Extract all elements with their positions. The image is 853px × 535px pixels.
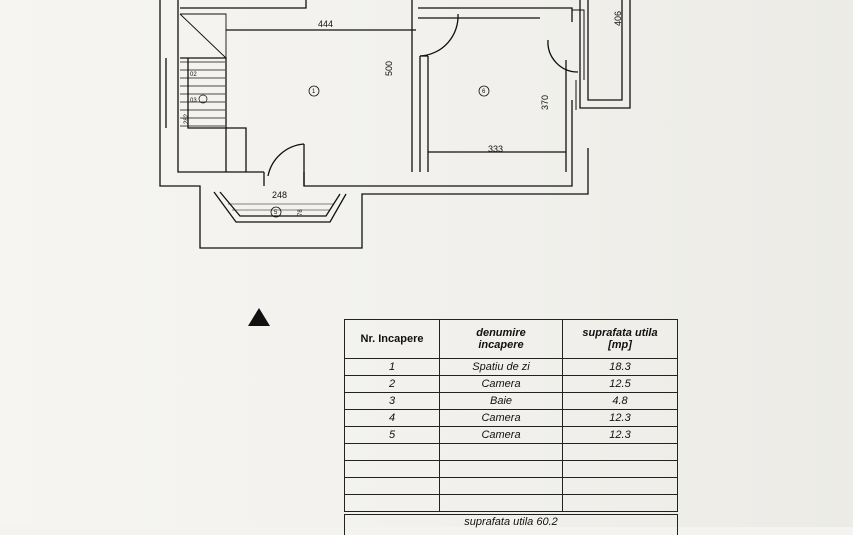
room6-top	[418, 7, 573, 22]
header-area-line2: [mp]	[608, 339, 632, 351]
room-marker-6: 6	[482, 89, 486, 95]
porch-steps	[228, 203, 334, 211]
room-marker-5: 5	[274, 210, 278, 216]
table-row: 3 Baie 4.8	[344, 392, 678, 410]
stair-wall	[187, 58, 247, 172]
dimension-444: 444	[318, 19, 333, 29]
cell-area: 12.3	[562, 426, 678, 444]
dimension-370: 370	[540, 95, 550, 110]
stair-number-2: 03	[190, 98, 197, 104]
cell-nr: 3	[344, 392, 440, 410]
cell-name: Camera	[439, 426, 563, 444]
table-footer-total: suprafata utila 60.2	[344, 514, 678, 535]
cell-nr: 1	[344, 358, 440, 376]
dimension-78: 78	[298, 209, 304, 216]
cell-area: 18.3	[562, 358, 678, 376]
cell-name: Camera	[439, 409, 563, 427]
stair-number-3: 282	[184, 113, 190, 124]
header-area-line1: suprafata utila	[582, 327, 658, 339]
table-row: 4 Camera 12.3	[344, 409, 678, 427]
cell-area: 4.8	[562, 392, 678, 410]
door-arc-2	[547, 39, 579, 73]
dimension-406: 406	[613, 11, 623, 26]
table-header-row: Nr. Incapere denumire incapere suprafata…	[344, 319, 678, 359]
cell-nr: 4	[344, 409, 440, 427]
room-marker-1: 1	[312, 89, 316, 95]
right-door	[572, 9, 585, 110]
header-name-line2: incapere	[478, 339, 524, 351]
stair-number-1: 02	[190, 72, 197, 78]
balcony	[579, 0, 631, 109]
room-marker-circle	[478, 85, 490, 97]
dimension-500: 500	[384, 61, 394, 76]
empty-row	[344, 477, 678, 495]
dimension-248: 248	[272, 190, 287, 200]
cell-nr: 2	[344, 375, 440, 393]
empty-row	[344, 443, 678, 461]
door-arc-1	[419, 13, 459, 57]
room6-walls	[420, 55, 567, 172]
floor-plan: 444 500 406 370 333 248 78 02 03 282 1 6…	[159, 0, 631, 249]
header-name: denumire incapere	[439, 319, 563, 359]
empty-row	[344, 494, 678, 512]
room-marker-circle	[308, 85, 320, 97]
entry-door	[263, 143, 305, 186]
cell-nr: 5	[344, 426, 440, 444]
table-row: 2 Camera 12.5	[344, 375, 678, 393]
header-area: suprafata utila [mp]	[562, 319, 678, 359]
center-wall	[411, 0, 421, 172]
top-wall	[180, 0, 416, 31]
table-row: 5 Camera 12.3	[344, 426, 678, 444]
empty-row	[344, 460, 678, 478]
header-name-line1: denumire	[476, 327, 526, 339]
stair-lines	[180, 61, 225, 127]
room-marker-circle	[270, 206, 282, 218]
cell-name: Spatiu de zi	[439, 358, 563, 376]
outer-wall-inner	[177, 0, 573, 187]
cell-name: Baie	[439, 392, 563, 410]
stair-top	[179, 13, 227, 59]
cell-name: Camera	[439, 375, 563, 393]
cell-area: 12.5	[562, 375, 678, 393]
room-schedule-table: Nr. Incapere denumire incapere suprafata…	[344, 319, 678, 512]
stair-marker-circle	[198, 94, 208, 104]
header-nr: Nr. Incapere	[344, 319, 440, 359]
dimension-333: 333	[488, 144, 503, 154]
outer-wall	[159, 0, 589, 249]
table-row: 1 Spatiu de zi 18.3	[344, 358, 678, 376]
cell-area: 12.3	[562, 409, 678, 427]
north-arrow-icon	[248, 308, 270, 326]
